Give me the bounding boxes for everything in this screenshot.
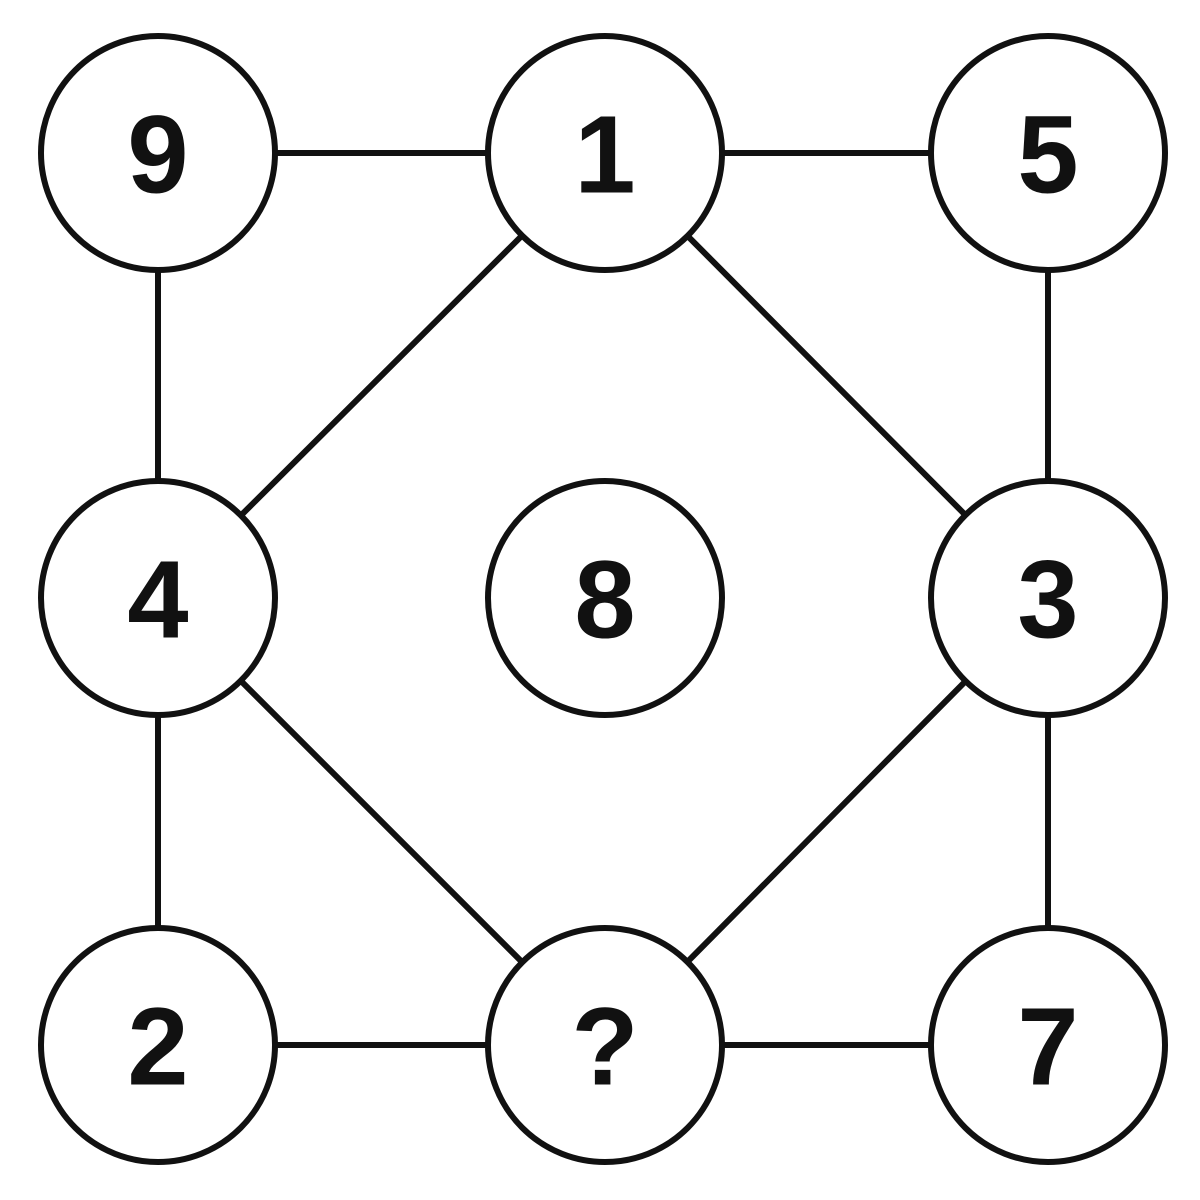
node-top-left: 9 xyxy=(38,33,278,273)
node-circle xyxy=(928,478,1168,718)
node-circle xyxy=(38,478,278,718)
node-label: 3 xyxy=(1017,539,1078,662)
node-top-center: 1 xyxy=(485,33,725,273)
node-label: 7 xyxy=(1017,986,1078,1109)
node-bottom-left: 2 xyxy=(38,925,278,1165)
node-circle xyxy=(928,925,1168,1165)
node-center: 8 xyxy=(485,478,725,718)
node-bottom-right: 7 xyxy=(928,925,1168,1165)
node-middle-left: 4 xyxy=(38,478,278,718)
node-circle xyxy=(485,925,725,1165)
node-label: 1 xyxy=(574,94,635,217)
node-middle-right: 3 xyxy=(928,478,1168,718)
node-circle xyxy=(38,33,278,273)
node-label: 9 xyxy=(127,94,188,217)
node-label: 4 xyxy=(127,539,188,662)
node-circle xyxy=(485,33,725,273)
node-circle xyxy=(38,925,278,1165)
node-label: 2 xyxy=(127,986,188,1109)
node-top-right: 5 xyxy=(928,33,1168,273)
node-label: 5 xyxy=(1017,94,1078,217)
node-label: ? xyxy=(571,986,638,1109)
node-label: 8 xyxy=(574,539,635,662)
node-circle xyxy=(928,33,1168,273)
nodes: 9 1 5 4 8 3 2? 7 xyxy=(38,33,1168,1165)
node-bottom-center: ? xyxy=(485,925,725,1165)
node-circle xyxy=(485,478,725,718)
